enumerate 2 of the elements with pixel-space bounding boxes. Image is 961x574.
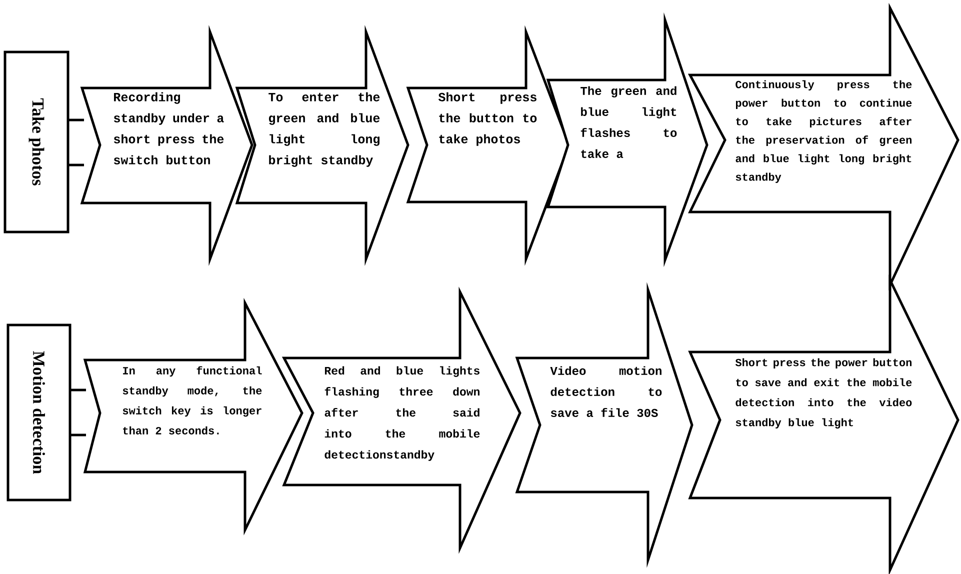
label-box: Motion detection [6, 324, 86, 502]
label-box: Take photos [4, 50, 84, 234]
